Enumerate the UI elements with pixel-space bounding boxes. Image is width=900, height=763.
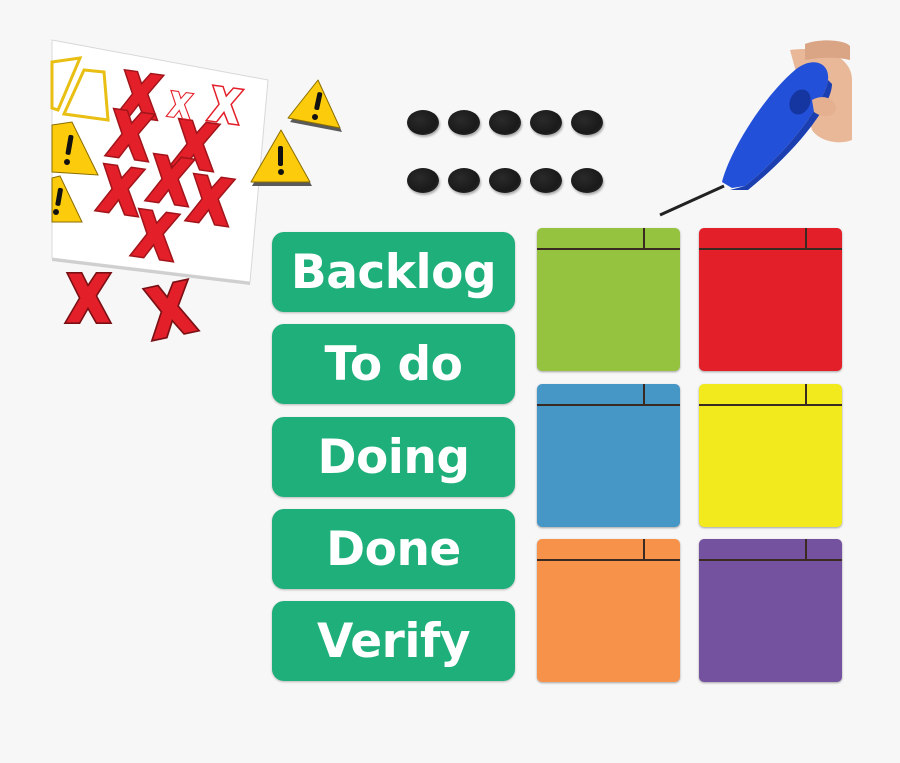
- card-header-line: [699, 559, 842, 561]
- card-header-divider: [805, 228, 807, 250]
- column-label-backlog[interactable]: Backlog: [272, 232, 515, 312]
- column-label-verify[interactable]: Verify: [272, 601, 515, 681]
- tape-dispenser-icon: [659, 40, 852, 217]
- magnet[interactable]: [448, 110, 480, 135]
- magnet[interactable]: [489, 110, 521, 135]
- column-label-todo[interactable]: To do: [272, 324, 515, 404]
- magnet[interactable]: [571, 168, 603, 193]
- card-orange[interactable]: [537, 539, 680, 682]
- column-label-doing[interactable]: Doing: [272, 417, 515, 497]
- magnet[interactable]: [489, 168, 521, 193]
- card-green[interactable]: [537, 228, 680, 371]
- card-header-line: [699, 404, 842, 406]
- card-header-divider: [643, 228, 645, 250]
- magnet[interactable]: [571, 110, 603, 135]
- card-header-line: [537, 404, 680, 406]
- card-header-line: [537, 248, 680, 250]
- card-header-line: [699, 248, 842, 250]
- card-red[interactable]: [699, 228, 842, 371]
- card-header-divider: [643, 384, 645, 406]
- card-yellow[interactable]: [699, 384, 842, 527]
- card-header-divider: [805, 384, 807, 406]
- magnet[interactable]: [530, 110, 562, 135]
- card-purple[interactable]: [699, 539, 842, 682]
- magnet[interactable]: [407, 110, 439, 135]
- magnet[interactable]: [530, 168, 562, 193]
- card-header-line: [537, 559, 680, 561]
- card-blue[interactable]: [537, 384, 680, 527]
- card-header-divider: [643, 539, 645, 561]
- magnet[interactable]: [448, 168, 480, 193]
- card-header-divider: [805, 539, 807, 561]
- column-label-done[interactable]: Done: [272, 509, 515, 589]
- magnet[interactable]: [407, 168, 439, 193]
